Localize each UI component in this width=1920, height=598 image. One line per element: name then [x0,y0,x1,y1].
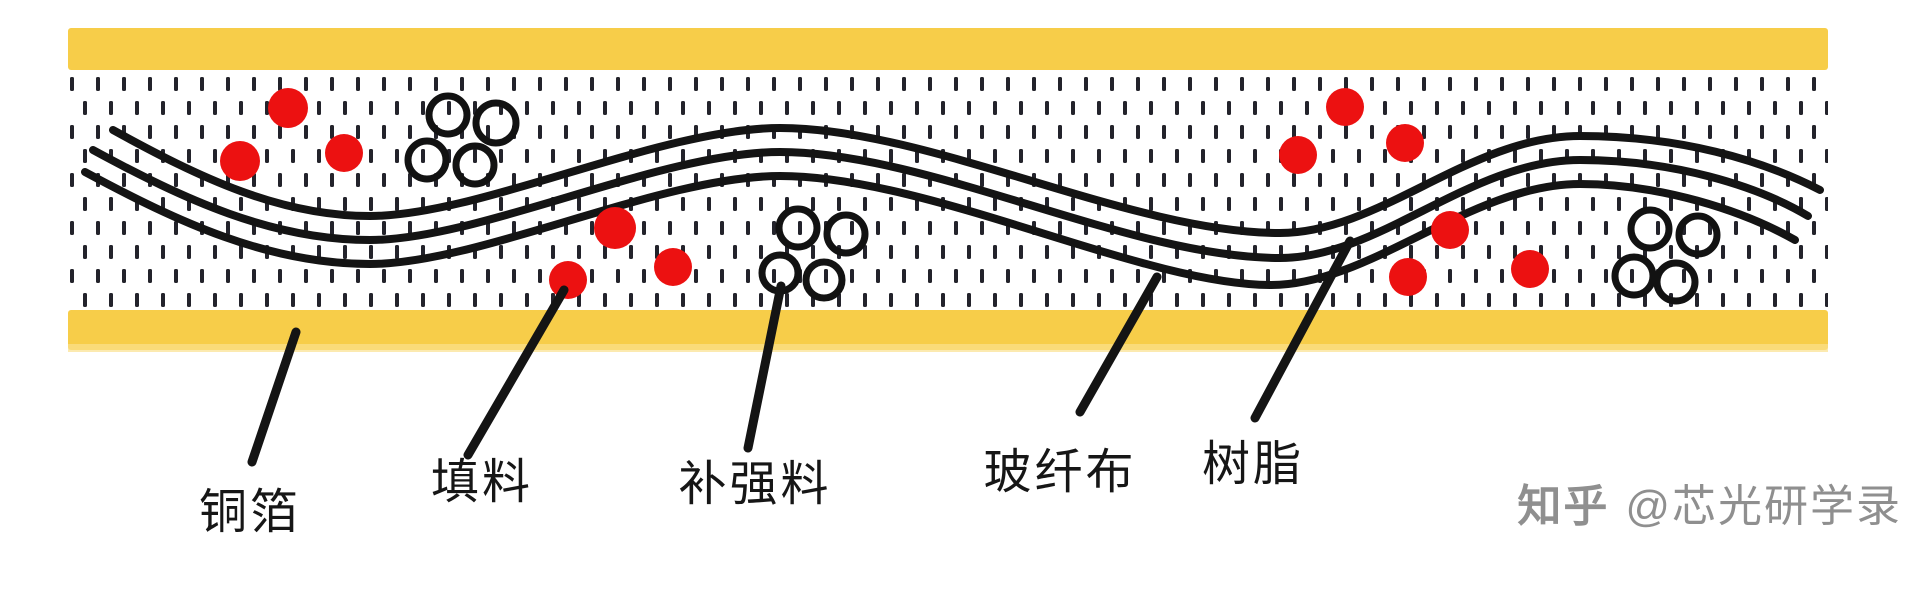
reinforcement-rings [404,92,1721,305]
reinforcement-ring [472,99,520,147]
filler-dot [220,141,260,181]
filler-dot [594,207,636,249]
leader-reinforcement [743,281,786,453]
filler-dot [1431,211,1469,249]
label-glass-fiber: 玻纤布 [983,446,1137,499]
reinforcement-ring [775,205,821,251]
label-reinforcement: 补强料 [678,458,832,511]
filler-particles [220,88,1549,299]
filler-dot [1386,124,1424,162]
fiber-strand-1 [109,123,1824,238]
filler-dot [1511,250,1549,288]
leader-filler [463,285,569,460]
label-copper-foil: 铜箔 [198,486,302,539]
filler-dot [1326,88,1364,126]
filler-dot [268,88,308,128]
fiber-strand-3 [81,168,1799,290]
reinforcement-ring [1675,212,1721,258]
reinforcement-ring [802,258,846,302]
copper-foil-top-bar [68,28,1828,70]
leader-glass-fiber [1075,272,1162,417]
fiber-strand-2 [89,146,1812,263]
reinforcement-ring [823,211,869,257]
reinforcement-ring [404,137,450,183]
reinforcement-ring [1627,206,1673,252]
glass-fiber-strands [81,123,1824,290]
filler-dot [325,134,363,172]
copper-foil-bottom-bar [68,310,1828,350]
copper-foil-layers [68,28,1828,350]
reinforcement-ring [1653,259,1699,305]
leader-resin [1250,236,1355,423]
watermark-brand: 知乎 [1517,482,1610,531]
filler-dot [1279,136,1317,174]
filler-dot [1389,258,1427,296]
resin-core-region [68,70,1828,310]
watermark: 知乎 @芯光研学录 [1517,470,1902,534]
watermark-handle: @芯光研学录 [1625,482,1902,531]
filler-dot [654,248,692,286]
leader-lines [247,236,1355,467]
reinforcement-ring [425,92,471,138]
reinforcement-ring [452,142,498,188]
copper-bar-soft-edge [68,344,1828,352]
filler-dot [549,261,587,299]
label-resin: 树脂 [1201,438,1305,491]
leader-copper-foil [247,327,301,467]
reinforcement-ring [1611,253,1657,299]
label-filler: 填料 [430,456,534,509]
